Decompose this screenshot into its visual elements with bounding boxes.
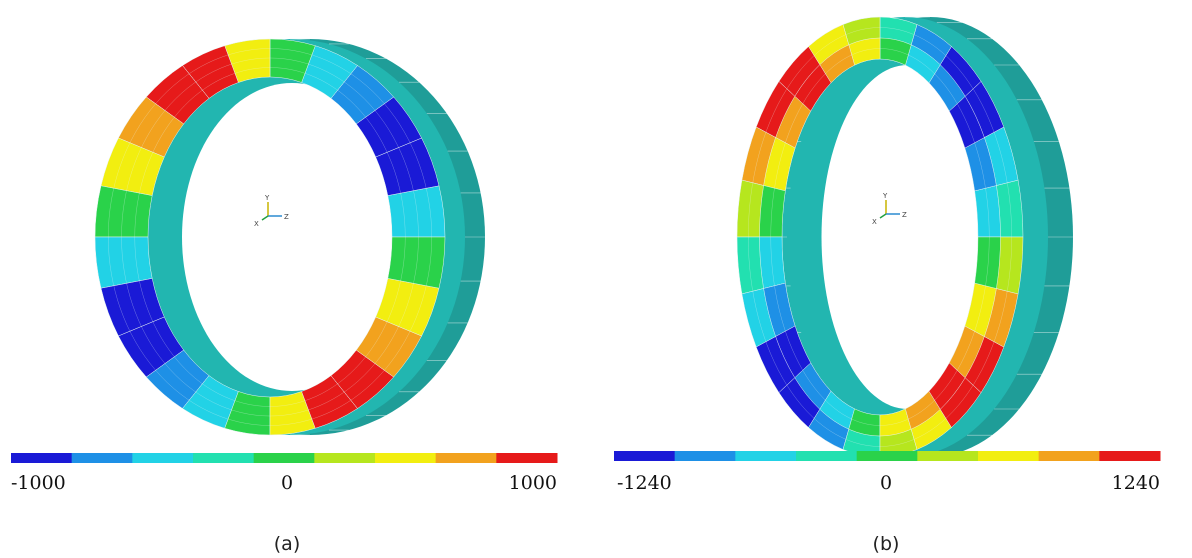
triad-y-label: Y	[264, 194, 270, 202]
ring-hole	[821, 65, 994, 409]
scale-swatch	[674, 451, 736, 461]
legend-max-label-b: 1240	[1112, 472, 1160, 494]
contour-sub-sector	[759, 236, 786, 289]
legend-mid-label-a: 0	[281, 472, 293, 494]
scale-swatch	[917, 451, 979, 461]
color-scale-bar-a	[11, 453, 558, 463]
contour-sub-sector	[759, 185, 786, 238]
scale-swatch	[1038, 451, 1100, 461]
scale-swatch	[435, 453, 497, 463]
scale-swatch	[193, 453, 255, 463]
mesh-ring	[134, 67, 406, 407]
scale-swatch	[496, 453, 558, 463]
triad-x-label: X	[872, 218, 877, 226]
coordinate-triad-a: Y Z X	[254, 194, 289, 228]
caption-b: (b)	[873, 533, 900, 555]
scale-swatch	[11, 453, 73, 463]
triad-x-label: X	[254, 220, 259, 228]
triad-z-label: Z	[284, 213, 289, 221]
ring-contour-a	[94, 38, 485, 436]
scale-swatch	[71, 453, 133, 463]
scale-swatch	[375, 453, 437, 463]
ring-contour-b	[736, 16, 1073, 458]
scale-swatch	[614, 451, 676, 461]
triad-y-label: Y	[882, 192, 888, 200]
scale-swatch	[735, 451, 797, 461]
contour-sub-sector	[974, 236, 1001, 289]
caption-a: (a)	[274, 533, 300, 555]
scale-swatch	[1099, 451, 1161, 461]
ring-hole	[182, 83, 402, 391]
scale-swatch	[856, 451, 918, 461]
scale-swatch	[978, 451, 1040, 461]
contour-sub-sector	[974, 185, 1001, 238]
mesh-ring	[770, 48, 990, 426]
mesh-ring	[121, 57, 419, 417]
mesh-ring	[108, 48, 432, 426]
panel-a: Y Z X -1000 0 1000 (a)	[11, 38, 558, 555]
color-scale-bar-b	[614, 451, 1161, 461]
legend-max-label-a: 1000	[509, 472, 557, 494]
scale-swatch	[796, 451, 858, 461]
scale-swatch	[253, 453, 315, 463]
coordinate-triad-b: Y Z X	[872, 192, 907, 226]
panel-b: Y Z X -1240 0 1240 (b)	[614, 16, 1161, 555]
mesh-ring	[748, 27, 1012, 447]
legend-mid-label-b: 0	[880, 472, 892, 494]
mesh-ring	[759, 37, 1001, 437]
scale-swatch	[132, 453, 194, 463]
legend-min-label-b: -1240	[617, 472, 672, 494]
legend-min-label-a: -1000	[11, 472, 66, 494]
scale-swatch	[314, 453, 376, 463]
triad-z-label: Z	[902, 211, 907, 219]
